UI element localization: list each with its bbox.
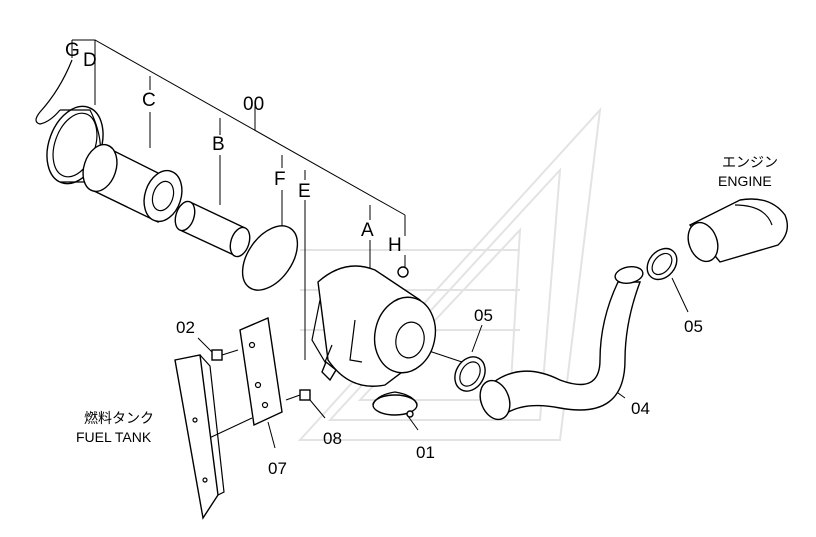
part-05-clamp-left xyxy=(454,356,486,392)
part-g-strap xyxy=(35,59,73,125)
label-d: D xyxy=(83,50,97,71)
label-c: C xyxy=(142,90,156,111)
label-02: 02 xyxy=(176,318,195,337)
label-h: H xyxy=(388,235,402,256)
engine-intake-elbow xyxy=(687,198,788,263)
label-08: 08 xyxy=(323,429,342,448)
label-f: F xyxy=(274,169,286,190)
label-a: A xyxy=(361,220,374,241)
part-f-gasket xyxy=(241,225,299,291)
label-07: 07 xyxy=(268,459,287,478)
label-04: 04 xyxy=(631,399,650,418)
part-04-hose xyxy=(479,266,644,421)
label-01: 01 xyxy=(416,443,435,462)
part-a-air-cleaner-body xyxy=(311,265,437,387)
part-b-inner-element xyxy=(174,200,251,258)
label-g: G xyxy=(65,40,80,61)
part-02-bolt xyxy=(211,349,239,361)
part-c-outer-element xyxy=(82,143,183,224)
part-01-dust-cup xyxy=(372,391,418,418)
part-08-bolt xyxy=(285,389,311,401)
label-e: E xyxy=(298,181,311,202)
leader-lines xyxy=(71,39,689,449)
label-05-left: 05 xyxy=(474,306,493,325)
part-05-clamp-right xyxy=(646,247,678,281)
label-b: B xyxy=(212,134,225,155)
engine-label-jp: エンジン xyxy=(722,154,778,170)
engine-label-en: ENGINE xyxy=(718,173,772,189)
fuel-tank-label-jp: 燃料タンク xyxy=(84,410,154,426)
fuel-tank-channel xyxy=(174,354,225,520)
fuel-tank-label-en: FUEL TANK xyxy=(76,429,152,445)
part-07-bracket xyxy=(239,316,283,427)
label-00: 00 xyxy=(243,94,264,115)
label-05-right: 05 xyxy=(684,317,703,336)
